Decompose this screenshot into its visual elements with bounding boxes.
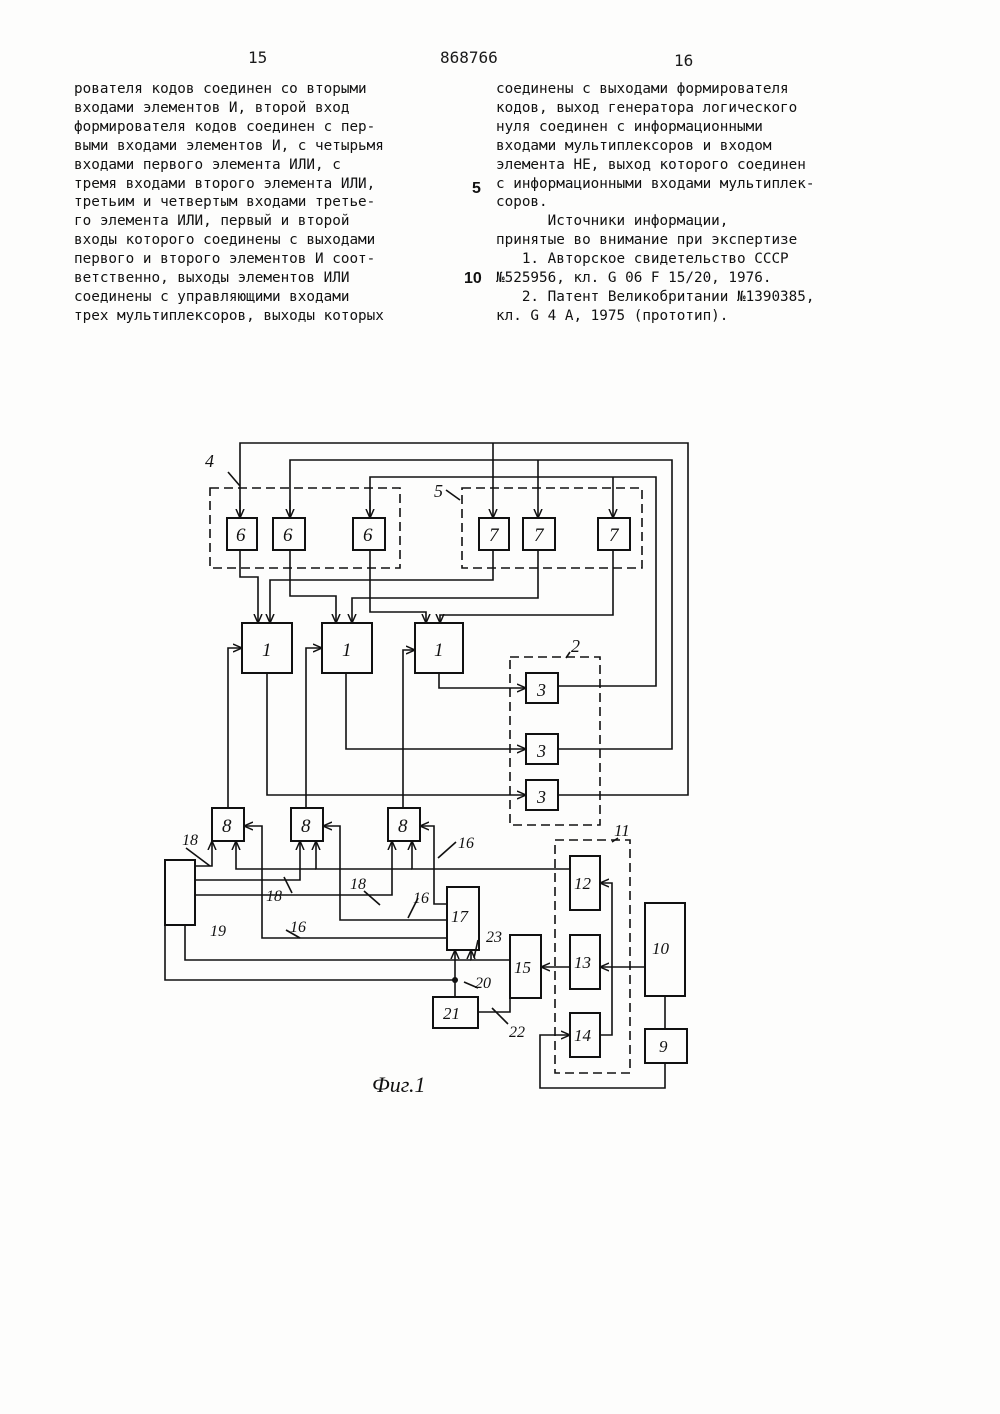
label-7: 7 xyxy=(534,525,545,546)
signal-wire xyxy=(439,673,526,688)
label-21: 21 xyxy=(443,1004,460,1023)
label-10: 10 xyxy=(652,939,670,958)
label-18: 18 xyxy=(266,888,282,905)
label-9: 9 xyxy=(659,1037,668,1056)
label-6: 6 xyxy=(236,525,246,546)
signal-wire xyxy=(290,550,336,623)
label-1: 1 xyxy=(434,640,444,661)
label-4: 4 xyxy=(205,451,214,471)
figure-caption: Фиг.1 xyxy=(372,1072,426,1097)
label-15: 15 xyxy=(514,958,531,977)
label-16: 16 xyxy=(290,919,306,936)
label-5: 5 xyxy=(434,481,443,501)
label-22: 22 xyxy=(509,1024,525,1041)
leader-line xyxy=(364,891,380,905)
leader-line xyxy=(492,1008,508,1024)
label-16: 16 xyxy=(413,890,429,907)
label-8: 8 xyxy=(222,816,232,837)
signal-wire xyxy=(403,650,415,808)
signal-wire xyxy=(228,648,242,808)
label-7: 7 xyxy=(489,525,500,546)
signal-wire xyxy=(440,550,613,623)
signal-wire xyxy=(236,841,316,869)
signal-wire xyxy=(306,648,322,808)
label-20: 20 xyxy=(475,975,491,992)
signal-wire xyxy=(165,925,455,980)
label-8: 8 xyxy=(301,816,311,837)
junction-dot xyxy=(452,977,458,983)
label-18: 18 xyxy=(182,832,198,849)
label-19: 19 xyxy=(210,923,226,940)
signal-wire xyxy=(240,550,258,623)
label-18: 18 xyxy=(350,876,366,893)
label-6: 6 xyxy=(283,525,293,546)
label-3: 3 xyxy=(536,680,546,700)
label-8: 8 xyxy=(398,816,408,837)
label-3: 3 xyxy=(536,741,546,761)
leader-line xyxy=(228,472,240,486)
label-23: 23 xyxy=(486,929,502,946)
label-1: 1 xyxy=(342,640,352,661)
signal-wire xyxy=(412,841,570,869)
signal-wire xyxy=(316,841,412,869)
label-3: 3 xyxy=(536,787,546,807)
signal-wire xyxy=(185,925,471,960)
label-11: 11 xyxy=(614,821,630,840)
signal-wire xyxy=(370,550,426,623)
label-14: 14 xyxy=(574,1026,592,1045)
label-1: 1 xyxy=(262,640,272,661)
label-12: 12 xyxy=(574,874,592,893)
leader-line xyxy=(446,490,460,500)
signal-wire xyxy=(471,950,510,960)
label-17: 17 xyxy=(451,907,470,926)
label-2: 2 xyxy=(571,636,580,656)
leader-line xyxy=(438,842,456,858)
label-6: 6 xyxy=(363,525,373,546)
label-13: 13 xyxy=(574,953,591,972)
signal-wire xyxy=(600,883,612,1035)
wire-16 xyxy=(244,826,447,938)
label-7: 7 xyxy=(609,525,620,546)
bus-wire xyxy=(240,443,688,795)
label-16: 16 xyxy=(458,835,474,852)
wire-18 xyxy=(195,841,300,880)
bus-wire xyxy=(290,460,672,749)
signal-wire xyxy=(346,673,526,749)
block-19 xyxy=(165,860,195,925)
